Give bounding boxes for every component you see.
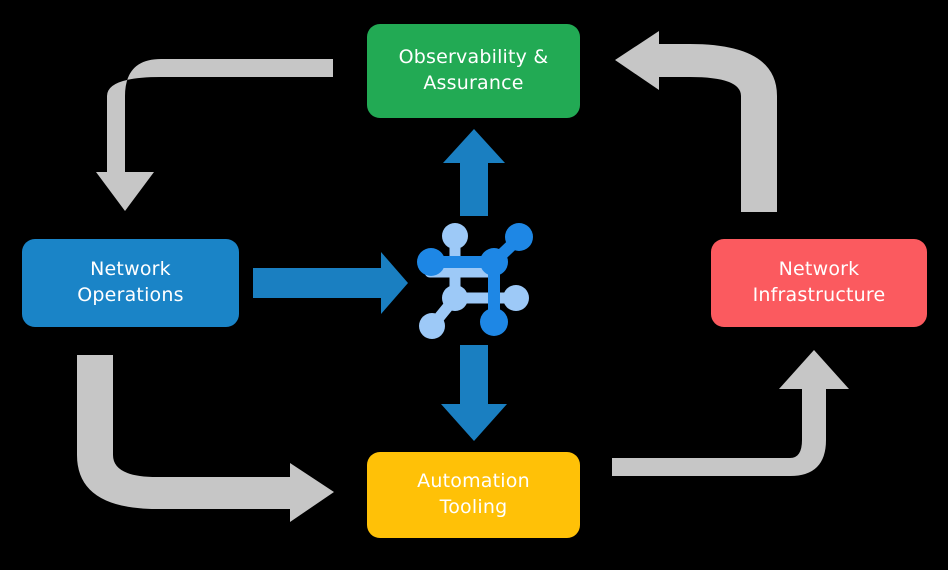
- box-observability-label-line1: Observability &: [398, 46, 549, 69]
- gray-elbow-arrow-bottom-right: [612, 350, 849, 476]
- box-automation-label-line2: Tooling: [439, 496, 508, 518]
- gray-elbow-arrow-top-right: [615, 31, 777, 212]
- gray-elbow-arrow-bottom-left: [77, 355, 334, 522]
- box-automation-tooling[interactable]: Automation Tooling: [367, 452, 580, 538]
- box-operations-label-line2: Operations: [77, 284, 184, 306]
- box-observability-label-line2: Assurance: [423, 72, 524, 94]
- box-observability-assurance[interactable]: Observability & Assurance: [367, 24, 580, 118]
- network-icon-secondary-nodes: [419, 223, 529, 339]
- blue-arrow-down: [441, 345, 507, 441]
- box-network-operations[interactable]: Network Operations: [22, 239, 239, 327]
- network-icon-primary-nodes: [417, 223, 533, 336]
- box-infrastructure-label-line1: Network: [778, 258, 860, 281]
- box-automation-label-line1: Automation: [417, 470, 530, 493]
- gray-elbow-arrow-top-left: [96, 59, 333, 211]
- network-icon-secondary-links: [424, 234, 519, 331]
- box-network-infrastructure[interactable]: Network Infrastructure: [711, 239, 927, 327]
- box-operations-label-line1: Network: [90, 258, 171, 281]
- blue-arrow-up: [443, 129, 505, 216]
- network-icon-primary-links: [426, 233, 524, 328]
- box-infrastructure-label-line2: Infrastructure: [752, 284, 886, 306]
- blue-arrow-right: [253, 252, 408, 314]
